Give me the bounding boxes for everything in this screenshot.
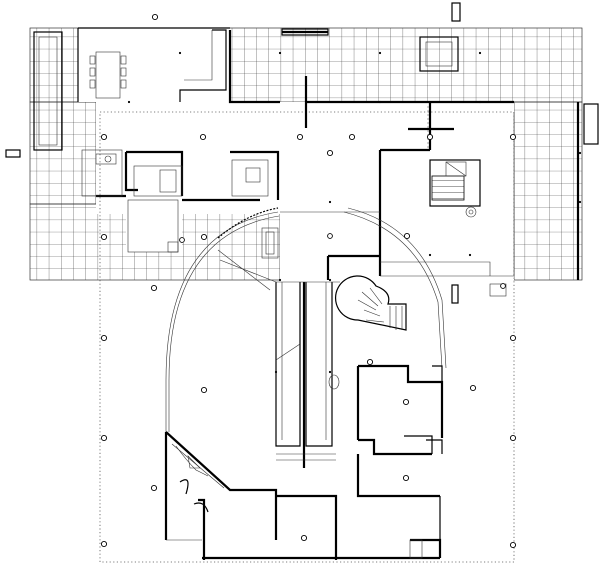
long-bench <box>33 31 63 151</box>
dining-room <box>77 27 230 102</box>
main-stair <box>429 159 481 218</box>
structural-columns <box>100 13 517 549</box>
bedroom-block <box>356 364 444 540</box>
exterior-markers <box>5 2 599 304</box>
entry-walls <box>164 431 442 560</box>
central-gallery <box>217 211 380 468</box>
grid-dots <box>127 51 582 374</box>
skylight-square <box>419 36 459 72</box>
spiral-stair <box>334 275 407 331</box>
curved-glass-wall <box>165 207 447 432</box>
dining-table <box>95 51 121 99</box>
exterior-walls <box>96 28 580 280</box>
service-rooms <box>81 149 279 259</box>
